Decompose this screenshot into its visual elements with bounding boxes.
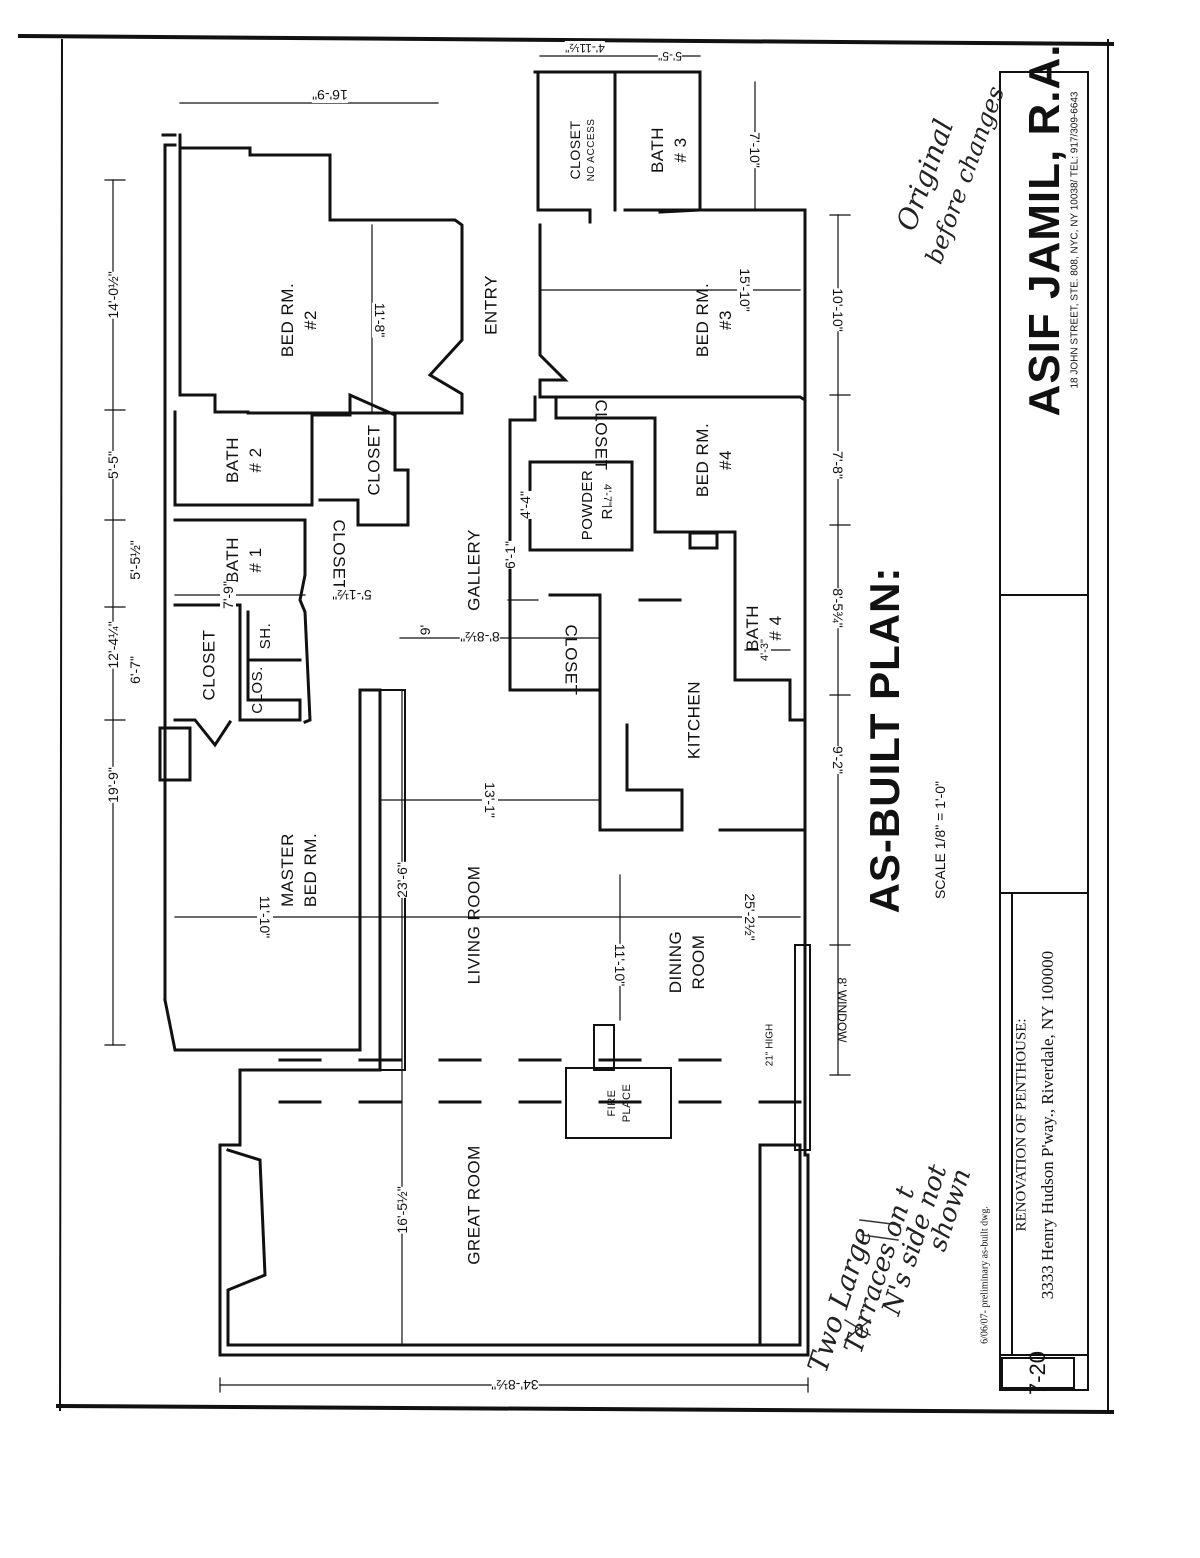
dashed-lines [278,1058,802,1104]
dim-9: 9' [417,624,433,636]
room-shower: SH. [256,622,274,650]
dim-11-10b: 11'-10" [612,943,628,987]
dim-6-1: 6'-1" [502,541,518,569]
title-block [999,71,1089,1391]
sheet-number: 7-20 [1025,1350,1050,1396]
architect-name: ASIF JAMIL, R.A. [1020,43,1069,417]
dim-16-9: 16'-9" [312,87,348,103]
dim-4-7: 4'-7" [601,484,613,506]
dim-10-10: 10'-10" [830,288,846,332]
dim-7-9: 7'-9" [220,581,236,609]
dim-5-5-top: 5'-5" [658,49,682,63]
border-top [17,33,1115,47]
project-address: 3333 Henry Hudson P'way., Riverdale, NY … [1038,950,1057,1300]
walls [158,70,811,1357]
border-left [58,38,64,1412]
dim-19-9: 19'-9" [105,767,121,803]
room-closet-bath-1: CLOSET [329,519,349,591]
room-closet-bed-4: CLOSET [591,399,611,471]
dim-11-8: 11'-8" [372,302,388,338]
dim-16-5: 16'-5½" [394,1186,410,1234]
dim-4-4: 4'-4" [517,491,533,519]
dim-4-11: 4'-11½" [565,41,605,55]
dim-14-0: 14'-0½" [105,271,121,319]
room-living: LIVING ROOM [464,865,484,985]
room-bath-2: BATH# 2 [223,436,265,484]
architect-address: 18 JOHN STREET, STE. 808, NYC, NY 10038/… [1069,91,1081,389]
dim-7-10: 7'-10" [747,132,763,168]
room-gallery: GALLERY [464,529,484,611]
dim-8-5: 8'-5¾" [830,588,846,628]
dim-11-10a: 11'-10" [257,895,273,939]
date-note: 6/06/07- preliminary as-built dwg. [979,1206,991,1344]
project-title: RENOVATION OF PENTHOUSE: [1013,1018,1030,1232]
room-clos: CLOS. [248,666,266,714]
room-closet-kitchen: CLOSET [561,624,581,696]
dim-7-8: 7'-8" [830,451,846,479]
dim-13-1: 13'-1" [482,782,498,818]
dim-5-5-left: 5'-5" [105,451,121,479]
room-bed-3: BED RM.#3 [693,282,735,358]
window-label: 8' WINDOW [835,977,849,1043]
dim-6-7: 6'-7" [127,656,143,684]
dim-4-3: 4'-3" [759,639,771,661]
room-entry: ENTRY [481,275,501,335]
room-closet-master: CLOSET [199,629,219,701]
dim-25-2: 25'-2½" [742,893,758,941]
dim-8-8: 8'-8½" [460,629,500,645]
dim-12-4: 12'-4¼" [105,621,121,669]
border-bottom [55,1403,1115,1415]
dim-9-2: 9'-2" [830,746,846,774]
room-closet-bath-2: CLOSET [364,424,384,496]
dim-5-5-half: 5'-5½" [127,540,143,580]
handwritten-marks [843,1219,901,1342]
plan-scale: SCALE 1/8" = 1'-0" [932,780,948,900]
room-bed-4: BED RM.#4 [693,422,735,498]
plan-title: AS-BUILT PLAN: [861,566,908,914]
room-bed-2: BED RM.#2 [278,282,320,358]
dim-15-10: 15'-10" [737,268,753,312]
dim-5-1: 5'-1½" [332,587,372,603]
room-bath-1: BATH# 1 [223,536,265,584]
room-kitchen: KITCHEN [684,680,704,760]
room-bath-3: BATH# 3 [648,126,690,174]
dim-34-8: 34'-8½" [491,1377,539,1393]
high-label: 21" HIGH [764,1023,776,1067]
dim-23-6: 23'-6" [394,862,410,898]
room-great: GREAT ROOM [464,1145,484,1265]
